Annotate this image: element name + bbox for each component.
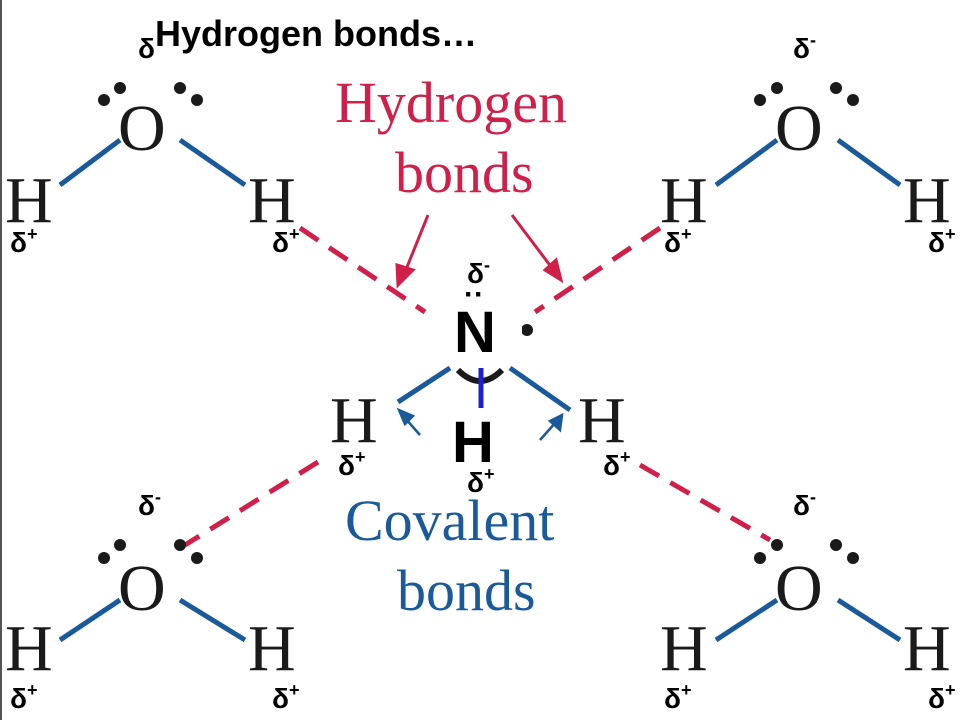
water-molecule-top-left: O H H [5,82,296,237]
covalent-bond [508,365,572,413]
lone-pair-dots [98,539,203,564]
oxygen-atom: O [775,552,823,625]
partial-charge-minus-top-left: δ [138,33,155,64]
oxygen-atom: O [118,92,166,165]
partial-charge-minus-bottom-left: δ- [138,487,161,521]
hydrogen-bond-lines [183,225,772,548]
partial-charge-plus-nh-hydrogen: δ+ [467,464,495,498]
water-molecule-bottom-right: O H H [660,539,951,685]
covalent-bond [714,597,779,643]
hydrogen-bonds-label-line2: bonds [395,140,534,205]
covalent-bond [178,597,247,643]
covalent-bond [396,365,452,405]
covalent-bond [58,597,122,643]
lone-pair-dots [754,82,859,106]
hydrogen-atom-right: H [903,164,951,237]
slide-title: Hydrogen bonds… [155,13,477,54]
lone-pair-dot [521,324,533,336]
hydrogen-atom-right: H [248,612,296,685]
hydrogen-atom-left: H [660,612,708,685]
covalent-bond [714,137,779,188]
oxygen-atom: O [118,552,166,625]
partial-charge-plus: δ+ [664,224,692,258]
partial-charge-plus: δ+ [603,447,631,481]
hydrogen-atom-left: H [5,612,53,685]
covalent-bond [178,137,247,188]
nh-hydrogen-box [448,412,508,466]
hydrogen-atom-left: H [660,164,708,237]
covalent-bonds-label-line2: bonds [397,558,536,623]
oxygen-atom: O [775,92,823,165]
partial-charge-plus: δ+ [272,680,300,714]
hydrogen-atom-right: H [248,164,296,237]
hydrogen-bond-arrows [395,214,564,289]
water-molecule-top-right: O H H [660,82,951,237]
partial-charge-plus: δ+ [928,224,956,258]
nitrogen-atom: N [454,300,496,365]
covalent-bond [836,597,902,643]
central-water-remnants: H H [330,324,626,457]
covalent-bond [58,138,122,187]
partial-charge-plus: δ+ [10,680,38,714]
covalent-bond-arrows [396,407,564,441]
partial-charge-minus-bottom-right: δ- [793,487,816,521]
partial-charge-plus: δ+ [664,680,692,714]
partial-charge-plus: δ+ [272,224,300,258]
hydrogen-bonds-label-line1: Hydrogen [335,70,567,135]
lone-pair-dots [98,82,203,106]
hydrogen-atom-right: H [578,384,626,457]
partial-charge-minus-top-right: δ- [793,30,816,64]
covalent-bonds-label-line1: Covalent [345,488,554,553]
water-molecule-bottom-left: O H H [5,539,296,685]
hydrogen-atom-left: H [5,164,53,237]
nitrogen-lone-pair: ·· [464,278,484,311]
partial-charge-plus: δ+ [928,680,956,714]
lone-pair-dots [754,539,859,564]
covalent-bond [836,137,902,188]
partial-charge-minus-nitrogen: δ- [467,255,490,289]
nitrogen-overlay-box [440,300,522,366]
nh-hydrogen-atom: H [452,410,494,475]
partial-charge-plus: δ+ [10,224,38,258]
partial-charge-plus: δ+ [338,447,366,481]
hydrogen-atom-left: H [330,384,378,457]
hydrogen-atom-right: H [903,612,951,685]
